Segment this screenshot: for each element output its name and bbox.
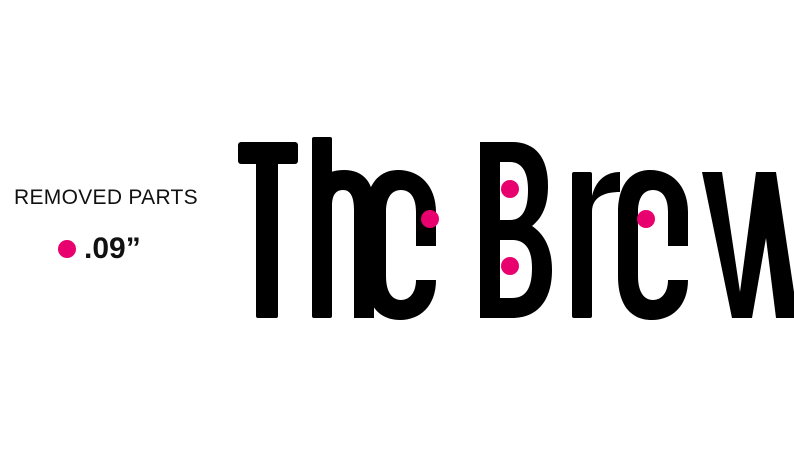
removed-part-dot: [421, 210, 439, 228]
removed-part-dot: [637, 210, 655, 228]
legend-row: .09”: [58, 232, 141, 266]
legend-title: REMOVED PARTS: [14, 186, 198, 209]
removed-part-markers: [421, 180, 655, 275]
removed-part-dot: [501, 257, 519, 275]
legend-value: .09”: [84, 232, 141, 265]
logo-letterforms: [238, 137, 794, 320]
removed-part-dot: [501, 180, 519, 198]
legend-marker-dot: [58, 240, 76, 258]
